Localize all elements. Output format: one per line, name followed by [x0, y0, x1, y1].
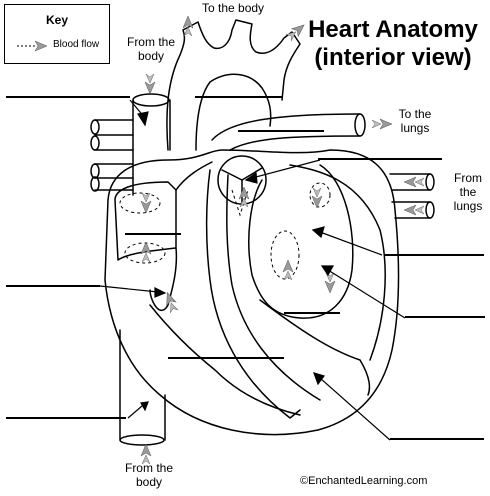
label-line: To the [398, 107, 432, 121]
label-to-the-lungs: To the lungs [390, 107, 440, 136]
answer-blank[interactable] [125, 233, 181, 235]
label-from-the-body-top: From the body [118, 35, 184, 64]
label-line: From [454, 171, 482, 185]
label-to-the-body: To the body [202, 1, 265, 15]
flow-arrow-icon [282, 259, 294, 281]
label-line: From the [124, 461, 173, 475]
legend-title: Key [45, 13, 68, 27]
flow-arrow-icon [324, 272, 336, 294]
page-title: Heart Anatomy (interior view) [300, 16, 486, 72]
label-from-the-lungs: From the lungs [448, 171, 488, 213]
answer-blank[interactable] [284, 312, 340, 314]
flow-arrow-icon [140, 192, 152, 214]
title-line-2: (interior view) [314, 44, 472, 71]
answer-blank[interactable] [6, 285, 100, 287]
label-line: lungs [400, 120, 430, 135]
answer-blank[interactable] [390, 438, 484, 440]
label-from-the-body-bottom: From the body [114, 461, 184, 490]
flow-arrow-icon [403, 204, 425, 216]
legend-blood-flow-label: Blood flow [53, 39, 100, 50]
answer-blank[interactable] [318, 158, 442, 160]
label-line: body [135, 474, 163, 489]
label-line: From the [126, 35, 175, 49]
answer-blank[interactable] [6, 96, 130, 98]
flow-arrow-icon [403, 176, 425, 188]
answer-blank[interactable] [238, 130, 324, 132]
answer-blank[interactable] [384, 254, 484, 256]
flow-arrow-icon [311, 187, 323, 209]
label-line: lungs [453, 198, 483, 213]
label-line: the [459, 184, 477, 199]
title-line-1: Heart Anatomy [308, 16, 478, 43]
answer-blank[interactable] [195, 96, 283, 98]
flow-arrow-icon [144, 73, 156, 95]
flow-arrow-icon [371, 118, 393, 130]
credit-text: ©EnchantedLearning.com [300, 475, 428, 487]
answer-blank[interactable] [405, 316, 485, 318]
legend-key: Key Blood flow [4, 4, 110, 64]
answer-blank[interactable] [168, 357, 284, 359]
label-line: body [137, 48, 165, 63]
flow-arrow-icon [17, 40, 48, 52]
answer-blank[interactable] [6, 417, 126, 419]
